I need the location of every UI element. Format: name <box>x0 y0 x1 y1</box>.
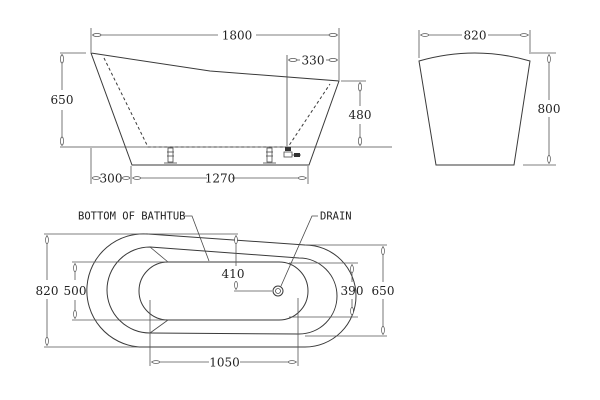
svg-text:800: 800 <box>538 102 561 116</box>
svg-text:820: 820 <box>36 284 59 298</box>
top-view-inner-rim <box>106 246 338 335</box>
dimension-headrest-offset: 330 <box>288 54 338 68</box>
top-view-bathtub-bottom <box>138 261 309 321</box>
dimension-top-outer-width-right: 650 <box>305 244 395 337</box>
top-view-outer-rim <box>86 233 357 348</box>
drain-icon <box>272 285 284 297</box>
dimension-base: 300 1270 <box>90 148 309 186</box>
dimension-top-outer-width-left: 820 <box>36 233 146 348</box>
tub-foot-icon <box>263 147 276 164</box>
drain-fitting-icon <box>283 147 301 158</box>
side-view-outline <box>90 52 340 166</box>
svg-text:330: 330 <box>302 54 325 68</box>
dimension-top-inner-width-right: 390 <box>289 262 364 318</box>
end-view-outline <box>418 52 531 166</box>
svg-text:1270: 1270 <box>205 172 236 186</box>
side-view-inner-profile <box>103 57 331 148</box>
dimension-drain-offset: 410 <box>148 233 272 292</box>
dimension-overall-length: 1800 <box>90 28 340 80</box>
svg-text:1800: 1800 <box>222 29 253 43</box>
side-view: 1800 330 650 480 <box>51 28 392 186</box>
svg-text:390: 390 <box>341 284 364 298</box>
svg-text:1050: 1050 <box>209 356 240 370</box>
svg-text:650: 650 <box>372 284 395 298</box>
svg-text:820: 820 <box>464 29 487 43</box>
dimension-low-end-height: 480 <box>341 80 372 146</box>
dimension-end-height: 800 <box>523 52 561 166</box>
dimension-bottom-length: 1050 <box>149 298 299 370</box>
svg-text:410: 410 <box>222 267 245 281</box>
svg-text:300: 300 <box>100 172 123 186</box>
tub-foot-icon <box>164 147 177 164</box>
dimension-end-width: 820 <box>418 29 531 58</box>
end-view: 820 800 <box>418 29 561 166</box>
dimension-high-end-height: 650 <box>51 52 86 146</box>
top-view: DRAIN BOTTOM OF BATHTUB 820 500 <box>36 211 395 370</box>
drain-label: DRAIN <box>320 211 352 223</box>
bottom-of-bathtub-label: BOTTOM OF BATHTUB <box>78 211 185 223</box>
svg-text:480: 480 <box>349 108 372 122</box>
dimension-top-inner-width-left: 500 <box>64 261 166 321</box>
svg-text:500: 500 <box>64 284 87 298</box>
svg-text:650: 650 <box>51 93 74 107</box>
